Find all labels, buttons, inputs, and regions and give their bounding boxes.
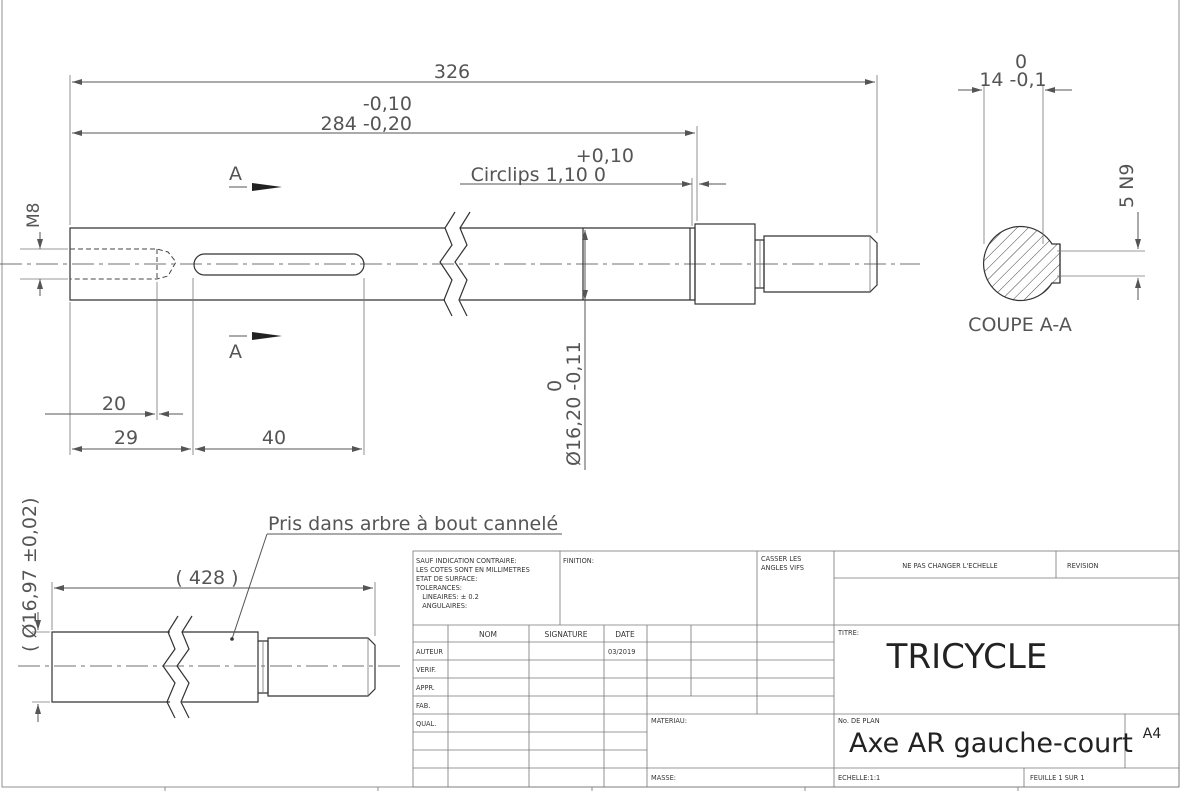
dim-key: 5 N9 <box>1116 164 1138 208</box>
dim-m8: M8 <box>24 203 44 228</box>
tb-row-qual: QUAL. <box>416 720 436 728</box>
main-shaft-view <box>0 211 920 317</box>
tb-titre: TRICYCLE <box>886 637 1048 677</box>
tb-row-verif: VERIF. <box>416 666 436 674</box>
dim-20: 20 <box>102 393 126 415</box>
dim-diameter: Ø16,20 -0,11 <box>563 341 585 466</box>
tb-finition: FINITION: <box>563 557 594 565</box>
tb-echelle: ECHELLE:1:1 <box>838 774 880 782</box>
shaft-body-left <box>69 227 445 301</box>
dim-326: 326 <box>434 61 470 83</box>
tb-casser-1: CASSER LES <box>761 555 801 563</box>
tb-notes-2: LES COTES SONT EN MILLIMETRES <box>416 566 530 574</box>
dim-circlips: Circlips 1,10 0 <box>471 164 606 186</box>
section-circle <box>982 225 1061 302</box>
tb-col-nom: NOM <box>479 630 497 639</box>
section-label-bottom: A <box>229 341 242 363</box>
keyway-slot <box>193 253 365 276</box>
tb-col-signature: SIGNATURE <box>545 630 588 639</box>
section-a-a: 0 14 -0,1 5 N9 COUPE A-A <box>958 51 1145 336</box>
tb-feuille: FEUILLE 1 SUR 1 <box>1030 774 1085 782</box>
tb-auteur-date: 03/2019 <box>608 648 635 656</box>
tb-no-plan-label: No. DE PLAN <box>838 717 880 725</box>
note-text: Pris dans arbre à bout cannelé <box>268 513 558 535</box>
tb-materiau: MATERIAU: <box>651 717 687 725</box>
tb-row-auteur: AUTEUR <box>416 648 443 656</box>
hidden-thread <box>70 248 177 280</box>
dim-428: ( 428 ) <box>175 567 238 589</box>
dim-diameter-upper: 0 <box>544 380 566 392</box>
dim-width: 14 -0,1 <box>979 69 1046 91</box>
dim-284-upper: -0,10 <box>363 93 412 115</box>
dim-width-upper: 0 <box>1015 51 1027 73</box>
tb-col-date: DATE <box>615 630 635 639</box>
tb-row-fab: FAB. <box>416 702 430 710</box>
tb-row-appr: APPR. <box>416 684 435 692</box>
dim-29: 29 <box>114 427 138 449</box>
title-block: SAUF INDICATION CONTRAIRE: LES COTES SON… <box>412 550 1180 788</box>
main-dimensions: 326 -0,10 284 -0,20 +0,10 Circlips 1,10 … <box>20 61 878 470</box>
break-line-1 <box>439 211 456 317</box>
section-title: COUPE A-A <box>968 314 1072 336</box>
tb-notes-5: LINEAIRES: ± 0.2 <box>416 593 479 601</box>
section-arrows: A A <box>229 163 282 363</box>
tb-format: A4 <box>1143 726 1162 742</box>
secondary-shaft-view: ( 428 ) ( Ø16,97 ±0,02) Pris dans arbre … <box>18 498 562 722</box>
dim-circlips-upper: +0,10 <box>576 145 634 167</box>
tb-revision: REVISION <box>1067 562 1099 570</box>
tb-ne-pas-changer: NE PAS CHANGER L'ECHELLE <box>902 562 997 570</box>
tb-notes-3: ETAT DE SURFACE: <box>416 575 477 583</box>
section-label-top: A <box>229 163 242 185</box>
tb-titre-label: TITRE: <box>837 629 859 637</box>
tb-masse: MASSE: <box>651 774 676 782</box>
shaft-step <box>694 223 756 305</box>
tb-notes-4: TOLERANCES: <box>415 584 462 592</box>
dim-diameter-2: ( Ø16,97 ±0,02) <box>19 498 41 652</box>
dim-40: 40 <box>262 427 286 449</box>
tb-notes-6: ANGULAIRES: <box>416 602 467 610</box>
dim-284: 284 -0,20 <box>321 113 412 135</box>
tb-no-plan: Axe AR gauche-court <box>849 728 1133 759</box>
tb-casser-2: ANGLES VIFS <box>761 564 804 572</box>
tb-notes-1: SAUF INDICATION CONTRAIRE: <box>416 557 517 565</box>
